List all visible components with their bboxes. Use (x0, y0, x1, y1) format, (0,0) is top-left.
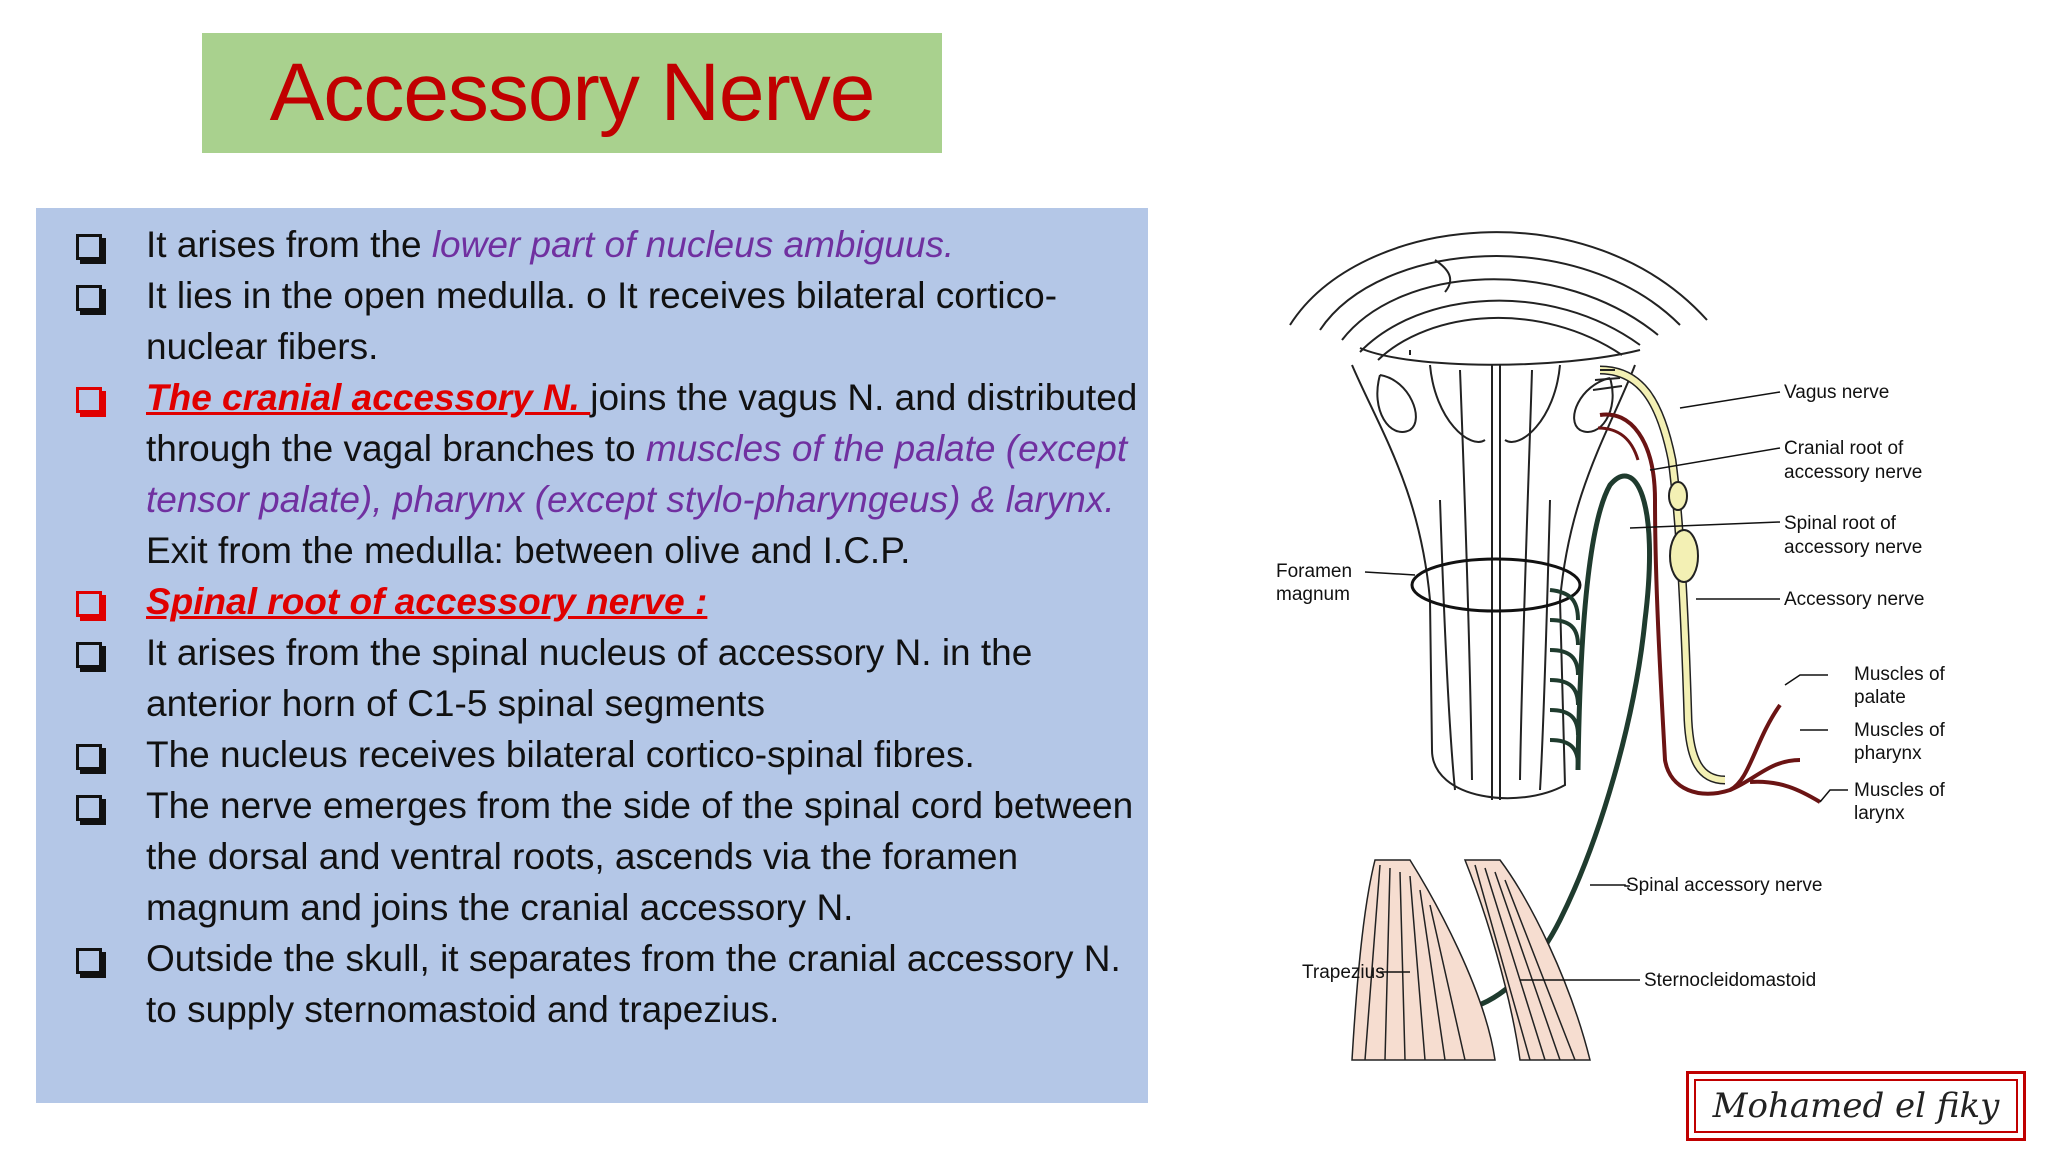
label-cranial-root: accessory nerve (1784, 462, 1922, 483)
bullet-item: The nerve emerges from the side of the s… (54, 780, 1144, 933)
trapezius-muscle (1351, 859, 1496, 1061)
label-spinal-root: Spinal root of (1784, 513, 1897, 534)
checkbox-bullet-icon (76, 591, 102, 617)
label-trapezius: Trapezius (1302, 962, 1385, 983)
leader-lines (1364, 391, 1848, 981)
vagus-rootlets (1592, 369, 1623, 391)
bullet-item: It arises from the spinal nucleus of acc… (54, 627, 1144, 729)
label-muscles-palate: palate (1854, 687, 1906, 708)
vagus-ganglion (1668, 481, 1688, 511)
checkbox-bullet-icon (76, 744, 102, 770)
label-foramen-magnum: Foramen (1276, 561, 1352, 582)
checkbox-bullet-icon (76, 642, 102, 668)
label-muscles-larynx: Muscles of (1854, 780, 1946, 801)
bullet-item: It lies in the open medulla. o It receiv… (54, 270, 1144, 372)
label-spinal-root: accessory nerve (1784, 537, 1922, 558)
bullet-item: It arises from the lower part of nucleus… (54, 219, 1144, 270)
checkbox-bullet-icon (76, 795, 102, 821)
bullet-list: It arises from the lower part of nucleus… (54, 219, 1144, 1035)
label-muscles-pharynx: Muscles of (1854, 720, 1946, 741)
label-cranial-root: Cranial root of (1784, 438, 1904, 459)
bullet-item: Spinal root of accessory nerve : (54, 576, 1144, 627)
label-spinal-accessory-nerve: Spinal accessory nerve (1626, 875, 1822, 896)
label-foramen-magnum: magnum (1276, 584, 1350, 605)
title-banner: Accessory Nerve (202, 33, 942, 153)
label-accessory-nerve: Accessory nerve (1784, 589, 1924, 610)
bullet-item: The nucleus receives bilateral cortico-s… (54, 729, 1144, 780)
checkbox-bullet-icon (76, 387, 102, 413)
label-sternocleidomastoid: Sternocleidomastoid (1644, 970, 1816, 991)
vagus-ganglion (1669, 529, 1699, 583)
label-vagus-nerve: Vagus nerve (1784, 382, 1889, 403)
page-title: Accessory Nerve (269, 47, 876, 138)
brainstem-top (1289, 231, 1708, 366)
foramen-magnum-ring (1410, 557, 1582, 613)
accessory-nerve-diagram: Vagus nerve Cranial root of accessory ne… (1276, 231, 1946, 1061)
content-panel: It arises from the lower part of nucleus… (36, 208, 1148, 1103)
spinal-accessory-nerve (1469, 473, 1653, 1011)
checkbox-bullet-icon (76, 948, 102, 974)
spinal-rootlets (1549, 588, 1580, 766)
checkbox-bullet-icon (76, 234, 102, 260)
label-muscles-larynx: larynx (1854, 803, 1905, 824)
author-signature: Mohamed el fiky (1694, 1079, 2018, 1133)
label-muscles-pharynx: pharynx (1854, 743, 1922, 764)
cranial-root-nerve (1599, 412, 1782, 796)
bullet-item: Outside the skull, it separates from the… (54, 933, 1144, 1035)
author-signature-frame: Mohamed el fiky (1686, 1071, 2026, 1141)
medulla (1351, 364, 1636, 800)
checkbox-bullet-icon (76, 285, 102, 311)
label-muscles-palate: Muscles of (1854, 664, 1946, 685)
sternocleidomastoid-muscle (1463, 859, 1591, 1061)
bullet-item: The cranial accessory N. joins the vagus… (54, 372, 1144, 576)
